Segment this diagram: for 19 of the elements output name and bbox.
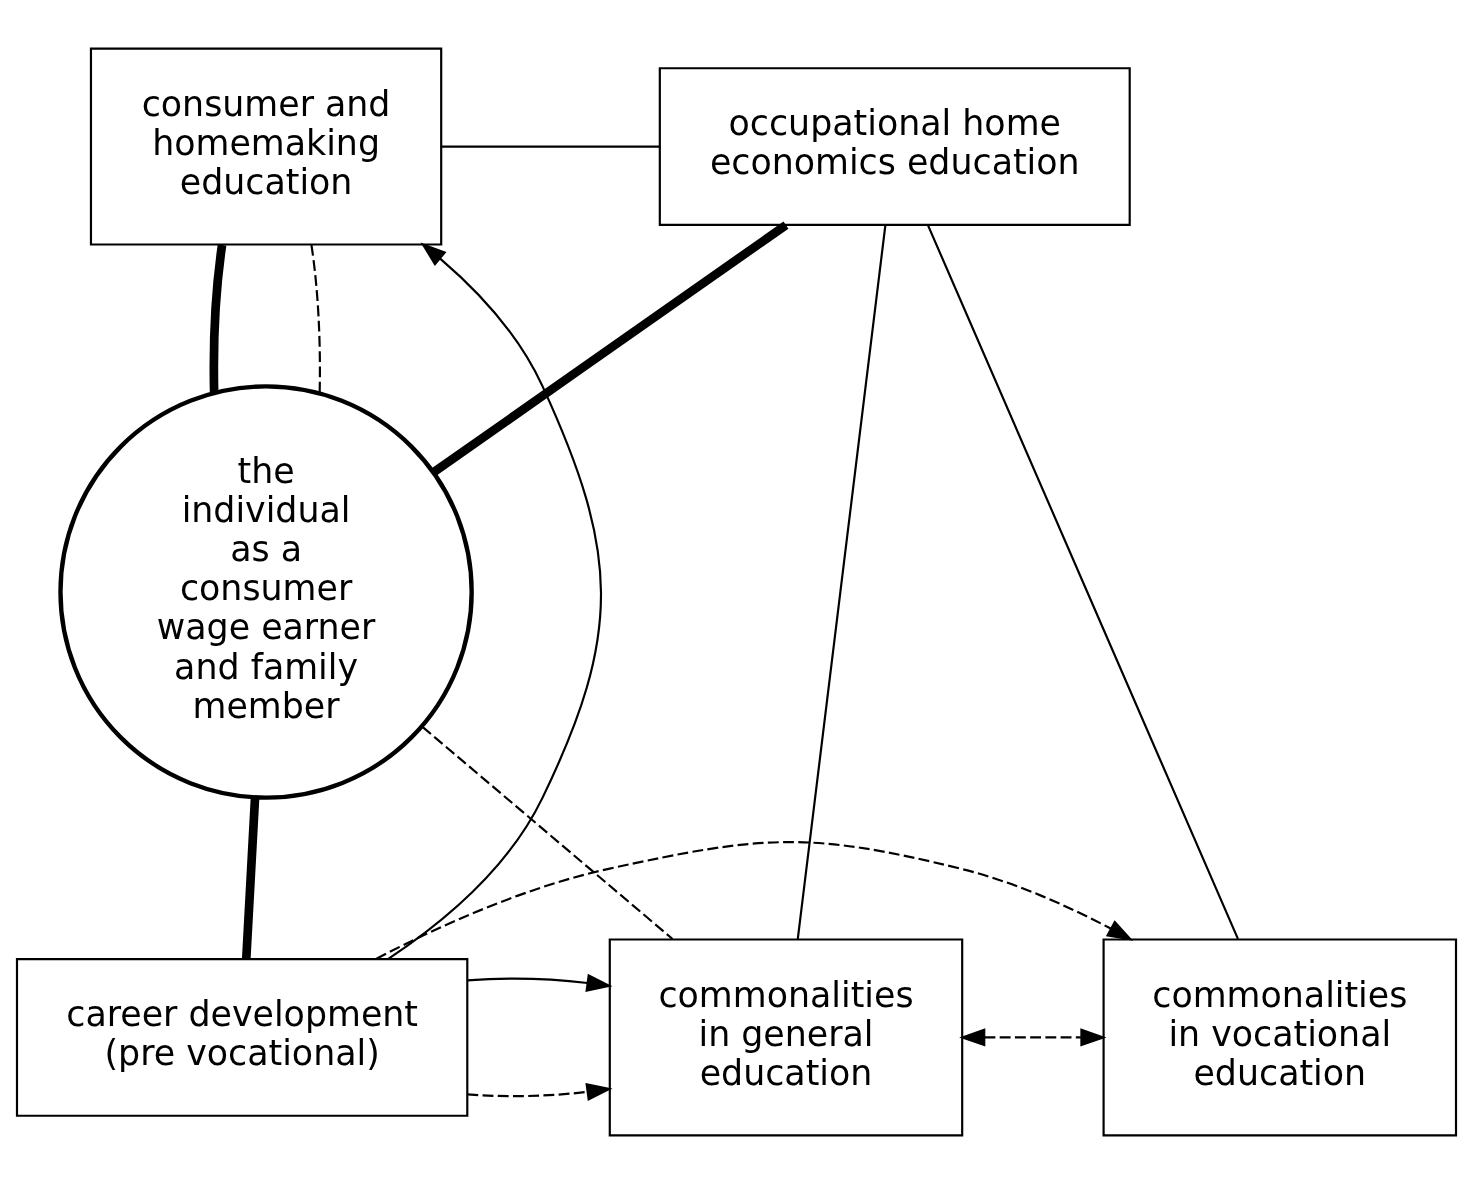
node-circle: the individual as a consumer wage earner and family member [58, 383, 474, 800]
connector [209, 243, 227, 392]
connector [241, 797, 260, 959]
node-box: commonalities in vocational education [1102, 937, 1458, 1136]
connector [441, 145, 660, 148]
connector [422, 725, 674, 940]
arrow [959, 1027, 1107, 1047]
arrow [467, 1082, 613, 1101]
node-box: consumer and homemaking education [89, 47, 443, 246]
connector [310, 244, 321, 392]
node-box: occupational home economics education [658, 66, 1131, 226]
node-box: commonalities in general education [608, 937, 964, 1136]
connector [796, 224, 887, 939]
connector [926, 224, 1239, 939]
node-box: career development (pre vocational) [15, 957, 469, 1117]
arrow [467, 973, 613, 992]
connector [431, 221, 789, 476]
arrow [376, 840, 1134, 960]
arrow [388, 241, 603, 960]
